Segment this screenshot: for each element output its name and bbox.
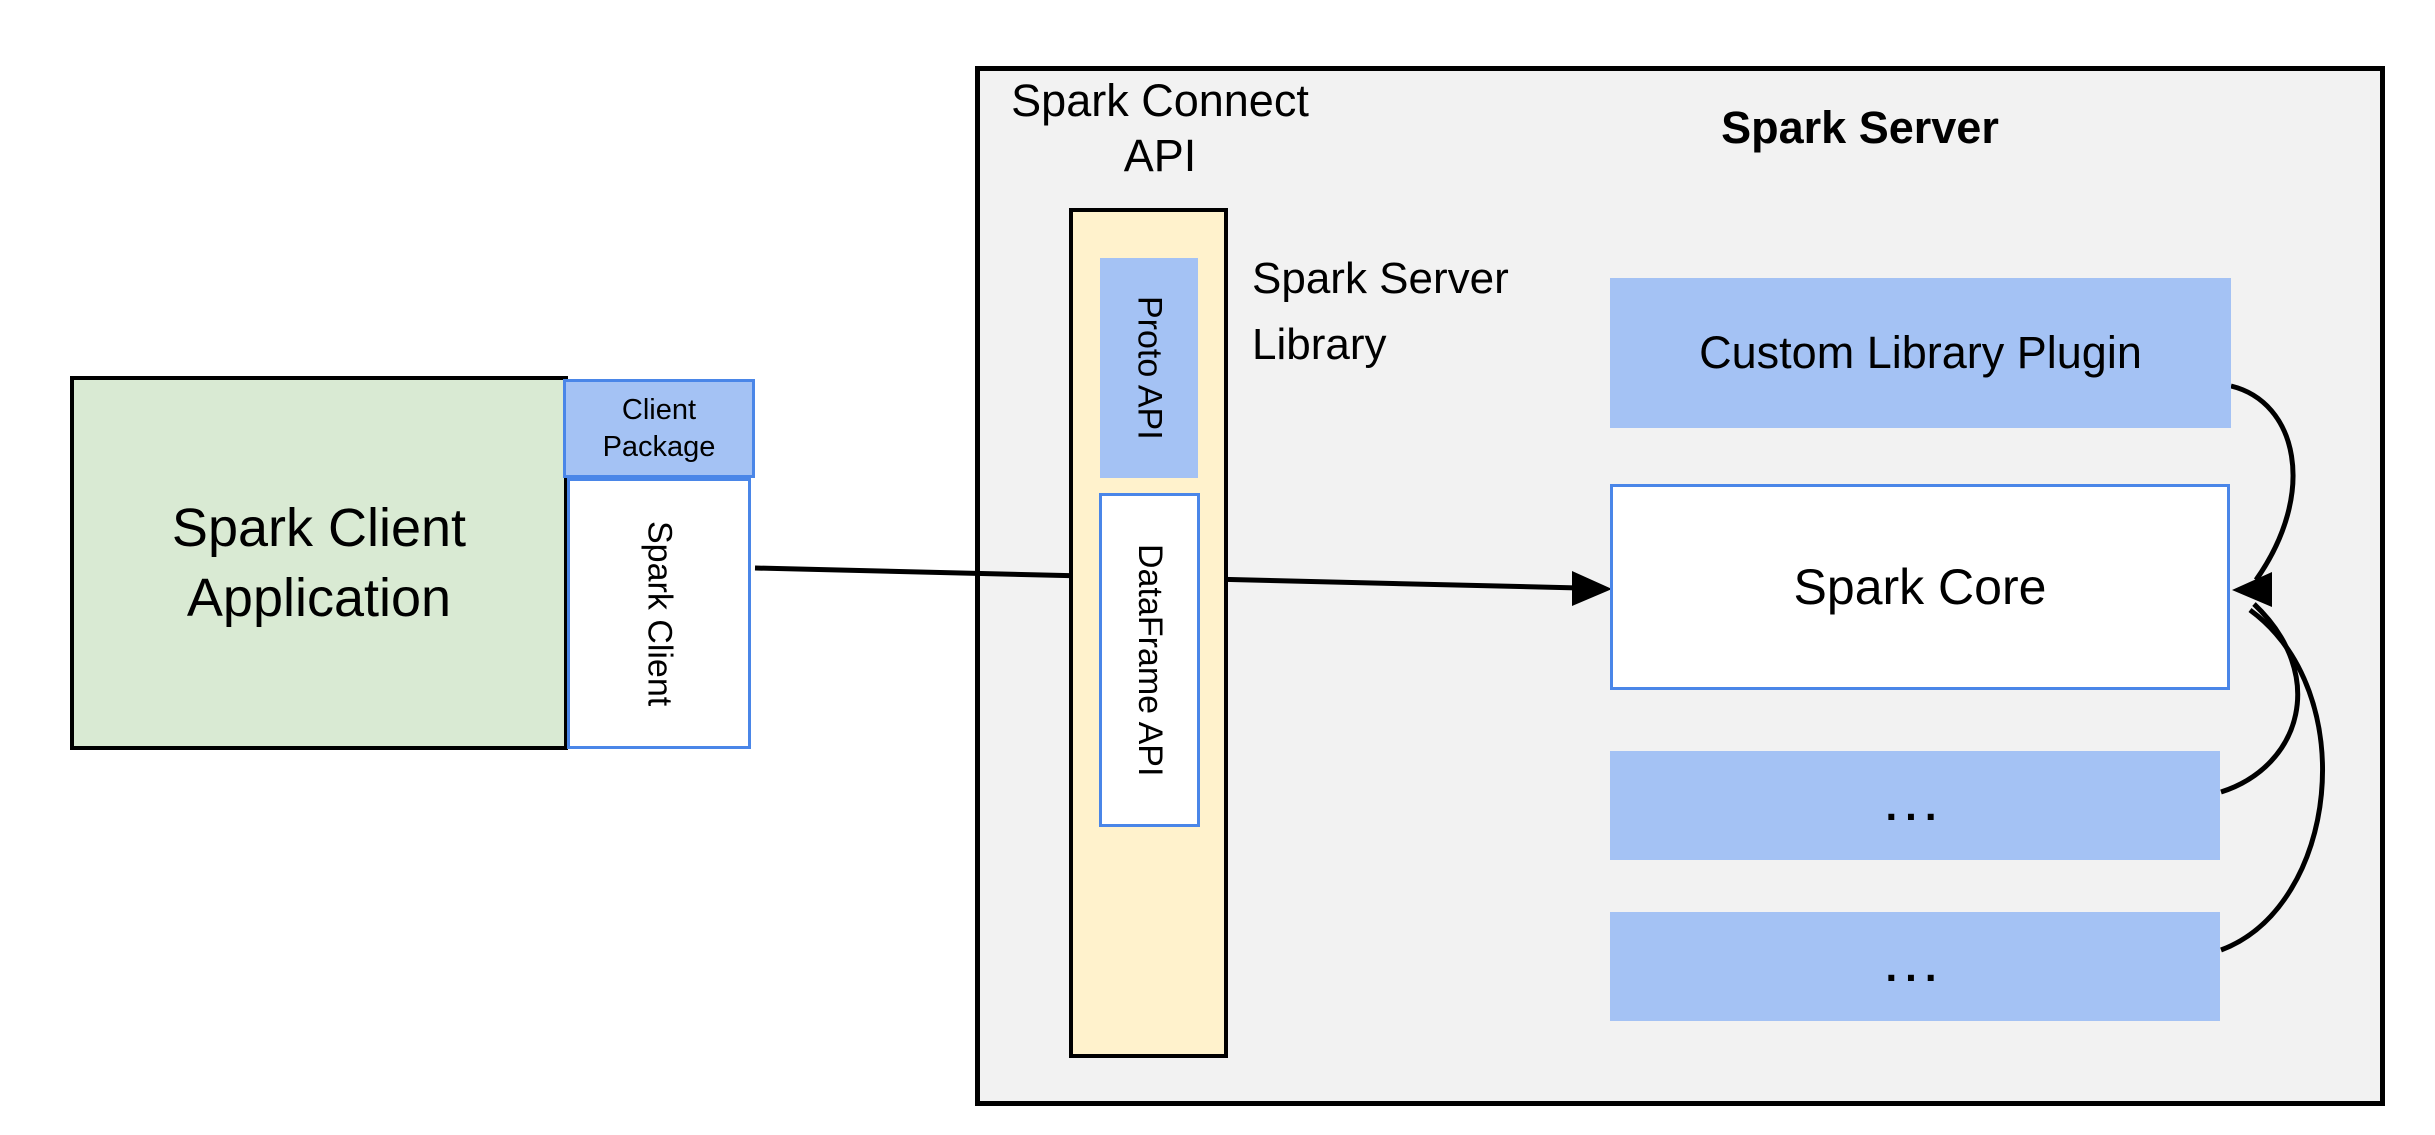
- spark-server-title: Spark Server: [1721, 102, 1999, 153]
- spark-client-label: Spark Client: [640, 520, 679, 707]
- proto-api-label: Proto API: [1130, 296, 1169, 440]
- dataframe-api-label: DataFrame API: [1131, 543, 1169, 777]
- spark-client-box: Spark Client: [567, 478, 751, 749]
- custom-library-plugin-box: Custom Library Plugin: [1610, 278, 2231, 428]
- dataframe-api-box: DataFrame API: [1099, 493, 1200, 827]
- spark-server-library-label: Spark Server Library: [1252, 254, 1509, 369]
- spark-core-box: Spark Core: [1610, 484, 2230, 690]
- placeholder-box-2: ...: [1610, 912, 2220, 1021]
- client-package-box: Client Package: [563, 379, 755, 478]
- spark-connect-api-label: Spark Connect API: [1011, 75, 1309, 181]
- proto-api-box: Proto API: [1100, 258, 1198, 478]
- spark-client-application-box: Spark Client Application: [70, 376, 568, 750]
- placeholder-box-1: ...: [1610, 751, 2220, 860]
